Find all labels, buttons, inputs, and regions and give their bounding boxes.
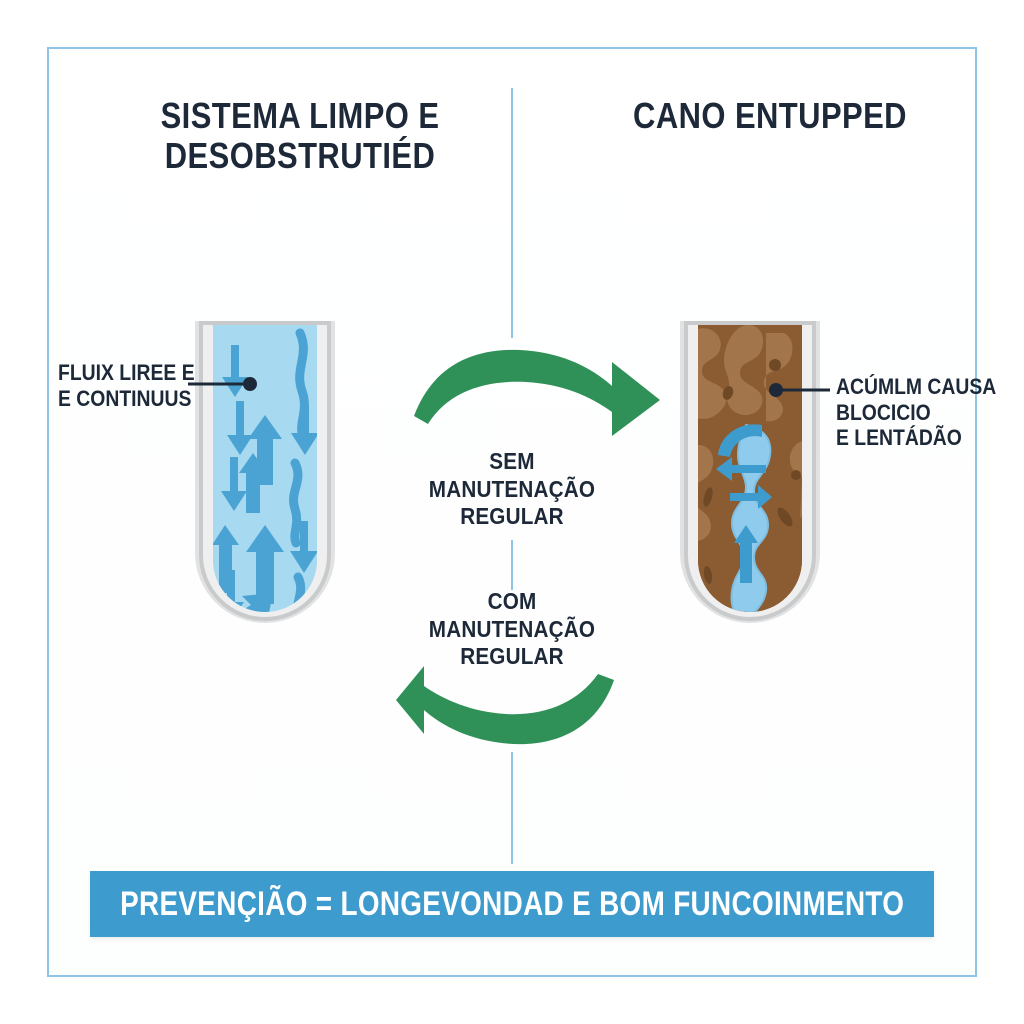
right-annotation-line-1: ACÚMLM CAUSA <box>836 374 997 399</box>
sludge-speckles <box>703 359 801 605</box>
bottom-flow-label-line-3: REGULAR <box>460 643 564 670</box>
sludge-fill <box>698 325 802 612</box>
right-column-title: CANO ENTUPPED <box>589 95 950 136</box>
center-divider-middle <box>511 540 513 590</box>
top-flow-label-line-2: REGULAR <box>460 503 564 530</box>
right-annotation-line-2: BLOCICIO <box>836 399 931 425</box>
bottom-banner-text: PREVENÇIÃO = LONGEVONDAD E BOM FUNCOINME… <box>119 884 905 923</box>
bottom-flow-label-line-1: COM <box>487 588 537 614</box>
left-title-line-1: SISTEMA LIMPO E <box>160 95 440 136</box>
left-annotation: FLUIX LIREE E E CONTINUUS <box>58 360 243 411</box>
right-annotation: ACÚMLM CAUSA BLOCICIO E LENTÁDÃO <box>836 374 1012 451</box>
center-divider-bottom <box>511 752 513 864</box>
top-flow-label-line-1: SEM MANUTENAÇÃO <box>428 448 596 502</box>
sludge-texture <box>698 325 802 612</box>
left-title-line-2: DESOBSTRUTIÉD <box>164 135 436 177</box>
left-column-title: SISTEMA LIMPO E DESOBSTRUTIÉD <box>119 95 480 177</box>
bottom-banner: PREVENÇIÃO = LONGEVONDAD E BOM FUNCOINME… <box>90 871 934 937</box>
center-divider-top <box>511 88 513 338</box>
clean-pipe-svg <box>195 321 335 623</box>
right-annotation-line-3: E LENTÁDÃO <box>836 425 962 451</box>
restricted-flow-channel <box>716 423 772 612</box>
clogged-pipe-illustration <box>580 225 920 765</box>
clogged-pipe-svg <box>680 321 820 623</box>
bottom-flow-label: COM MANUTENAÇÃO REGULAR <box>402 588 622 671</box>
clean-pipe-illustration <box>95 225 435 765</box>
bottom-flow-label-line-2: MANUTENAÇÃO <box>428 615 596 642</box>
right-title-line-1: CANO ENTUPPED <box>633 95 907 136</box>
channel-arrow-icon <box>716 424 772 583</box>
left-annotation-line-2: E CONTINUUS <box>58 385 192 411</box>
left-annotation-line-1: FLUIX LIREE E <box>58 360 195 385</box>
top-flow-label: SEM MANUTENAÇÃO REGULAR <box>392 448 632 531</box>
